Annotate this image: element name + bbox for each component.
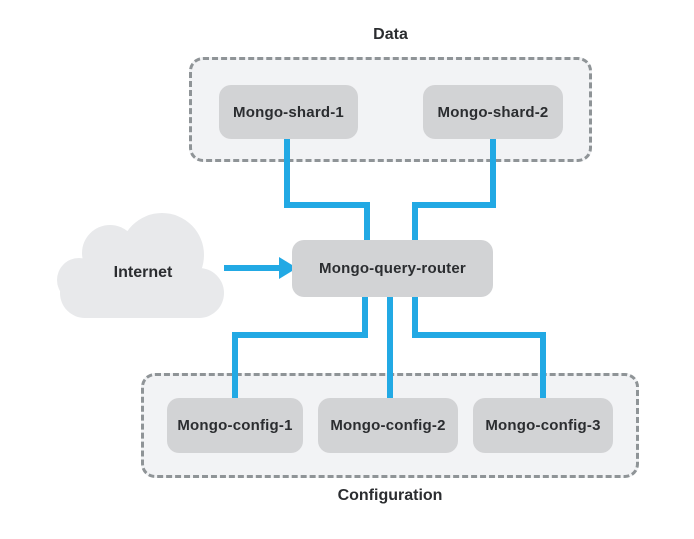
node-mongo-config-3: Mongo-config-3 (473, 398, 613, 453)
edge-router-config1 (232, 290, 368, 404)
edge-shard2-router (412, 132, 496, 248)
edge-shard1-router (284, 132, 370, 248)
node-mongo-config-3-label: Mongo-config-3 (485, 417, 601, 434)
node-mongo-shard-2-label: Mongo-shard-2 (437, 103, 549, 121)
node-mongo-config-1: Mongo-config-1 (167, 398, 303, 453)
cloud-icon (57, 213, 224, 318)
node-mongo-shard-2: Mongo-shard-2 (423, 85, 563, 139)
node-mongo-query-router-label: Mongo-query-router (319, 260, 466, 277)
node-mongo-shard-1-label: Mongo-shard-1 (233, 103, 344, 121)
node-mongo-shard-1: Mongo-shard-1 (219, 85, 358, 139)
internet-cloud: Internet (55, 208, 231, 324)
data-group-label: Data (373, 26, 408, 43)
edge-router-config3 (412, 290, 546, 404)
node-mongo-config-1-label: Mongo-config-1 (177, 417, 293, 434)
arrow-head-icon (279, 257, 297, 279)
internet-label: Internet (113, 264, 173, 281)
node-mongo-query-router: Mongo-query-router (292, 240, 493, 297)
configuration-group-label: Configuration (337, 487, 443, 504)
node-mongo-config-2-label: Mongo-config-2 (330, 417, 446, 434)
node-mongo-config-2: Mongo-config-2 (318, 398, 458, 453)
